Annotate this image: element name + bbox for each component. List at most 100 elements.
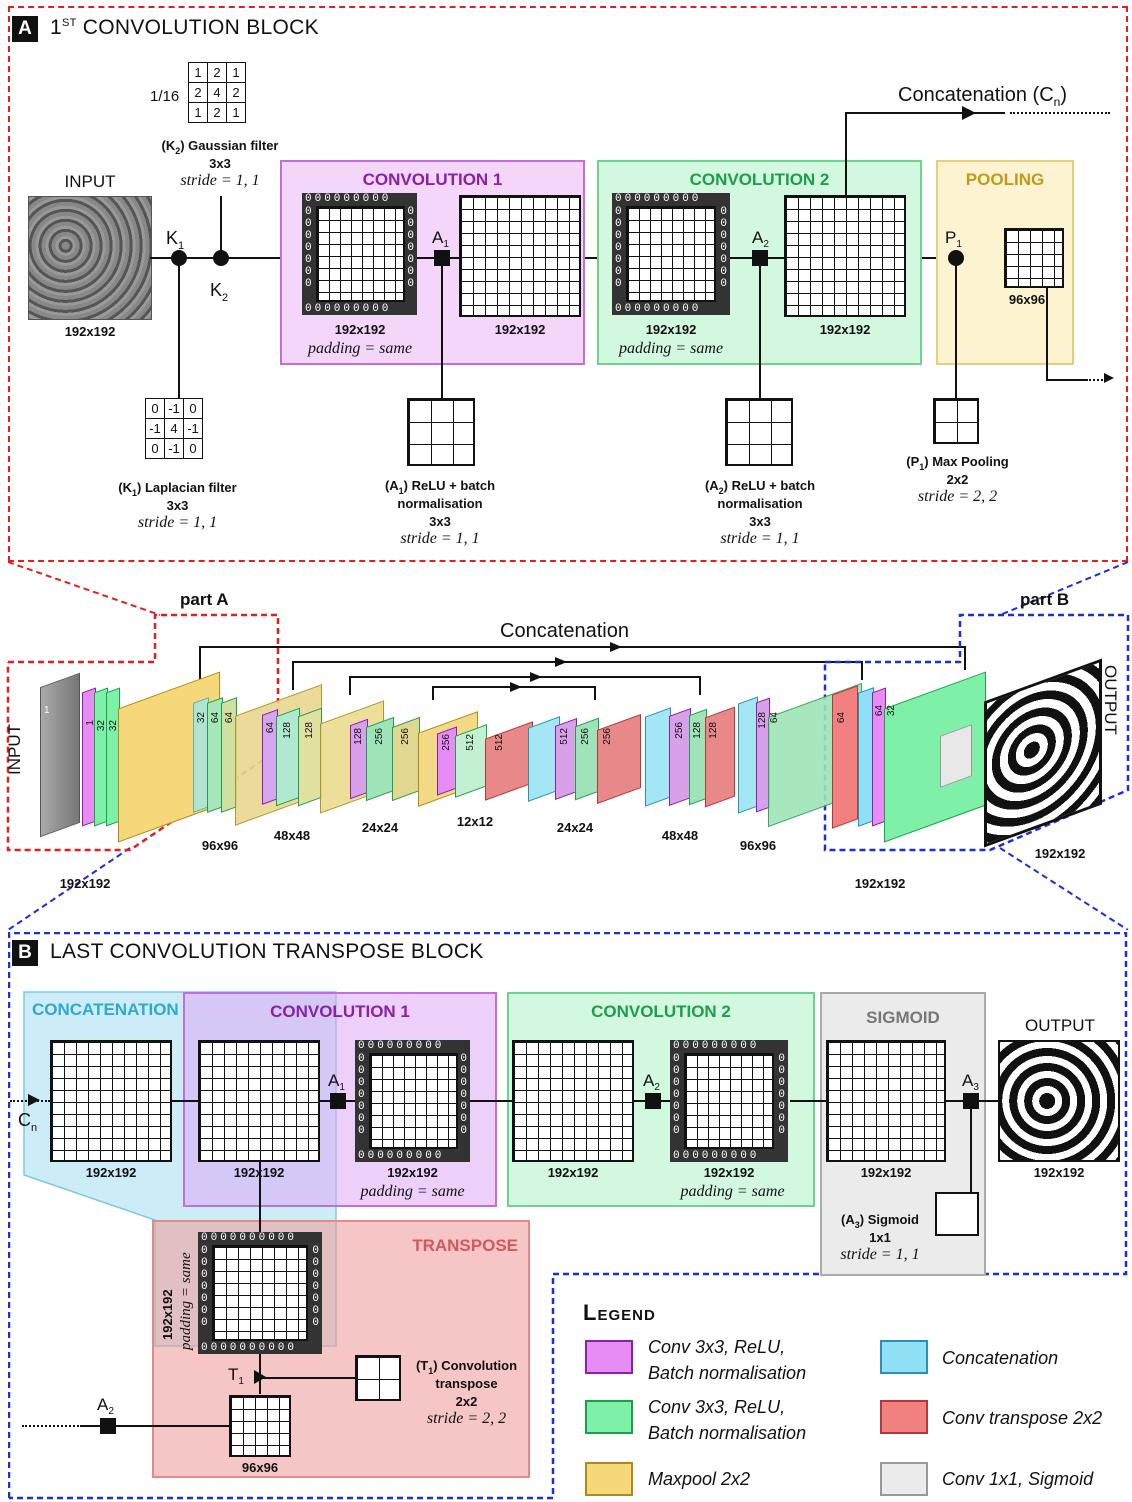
legend-label-conv-purple: Conv 3x3, ReLU,Batch normalisation — [648, 1334, 806, 1386]
b-a2-input-label: A2 — [97, 1395, 114, 1417]
b-a2-node — [645, 1093, 661, 1109]
a1-label: A1 — [432, 228, 449, 250]
concat-size-1: 192x192 — [50, 1165, 172, 1180]
overview-input-label: INPUT — [5, 724, 25, 775]
b-output-image — [998, 1040, 1120, 1162]
relu1-kernel — [407, 398, 475, 466]
b-a3-label: A3 — [962, 1071, 979, 1093]
panel-b-title: LAST CONVOLUTION TRANSPOSE BLOCK — [50, 940, 484, 964]
overview-input-slice — [40, 673, 80, 838]
ov-size-1: 192x192 — [35, 876, 135, 891]
legend-label-concat: Concatenation — [942, 1345, 1058, 1371]
conv1-out-size: 192x192 — [459, 322, 581, 337]
legend-swatch-maxpool — [585, 1462, 633, 1496]
legend-swatch-conv-green — [585, 1400, 633, 1434]
maxpool-name: (P1) Max Pooling — [890, 454, 1025, 472]
legend-swatch-concat — [880, 1340, 928, 1374]
ov-size-8: 96x96 — [728, 838, 788, 853]
panel-b-tag: B — [12, 940, 38, 966]
concatenation-label: Concatenation — [500, 620, 629, 643]
b-conv2-input-grid — [512, 1040, 634, 1162]
maxpool-kernel — [933, 398, 979, 444]
transpose-size: 192x192 — [160, 1289, 175, 1340]
sigmoid-kernel — [935, 1192, 979, 1236]
ov-size-5: 12x12 — [445, 814, 505, 829]
relu1-name: (A1) ReLU + batch — [365, 478, 515, 496]
conv2-out-size: 192x192 — [784, 322, 906, 337]
legend-swatch-conv-purple — [585, 1340, 633, 1374]
legend-title: Legend — [583, 1300, 656, 1326]
conv2-pad-size: 192x192 — [612, 322, 730, 337]
relu1-line2: normalisation — [365, 496, 515, 511]
transpose-padding: padding = same — [178, 1252, 195, 1350]
concat-grid-2 — [198, 1040, 320, 1162]
ov-size-10: 192x192 — [1025, 846, 1095, 861]
ov-size-2: 96x96 — [190, 838, 250, 853]
b-conv2-pad-size: 192x192 — [670, 1165, 788, 1180]
b-conv2-in-size: 192x192 — [512, 1165, 634, 1180]
p1-label: P1 — [945, 228, 962, 250]
laplacian-stride: stride = 1, 1 — [100, 514, 255, 532]
relu1-stride: stride = 1, 1 — [365, 530, 515, 548]
relu2-kernel — [725, 398, 793, 466]
sigmoid-note-stride: stride = 1, 1 — [820, 1246, 940, 1264]
legend-swatch-sigmoid — [880, 1462, 928, 1496]
sigmoid-grid — [826, 1040, 946, 1162]
sigmoid-note-size: 1x1 — [825, 1230, 935, 1245]
t1-label: T1 — [228, 1365, 244, 1387]
transpose-in-size: 96x96 — [225, 1460, 295, 1475]
b-a2-label: A2 — [643, 1071, 660, 1093]
sigmoid-note-name: (A3) Sigmoid — [825, 1212, 935, 1230]
conv1-padding: padding = same — [295, 340, 425, 358]
gaussian-size: 3x3 — [150, 156, 290, 171]
b-conv1-pad-size: 192x192 — [355, 1165, 470, 1180]
overview-input-ch: 1 — [44, 705, 50, 716]
conv2-padding: padding = same — [606, 340, 736, 358]
relu2-name: (A2) ReLU + batch — [685, 478, 835, 496]
pooling-output-grid — [1004, 228, 1064, 288]
ov-size-3: 48x48 — [262, 828, 322, 843]
overview-output-label: OUTPUT — [1100, 665, 1120, 735]
b-conv1-padding: padding = same — [345, 1183, 480, 1201]
relu2-stride: stride = 1, 1 — [685, 530, 835, 548]
ov-size-6: 24x24 — [545, 820, 605, 835]
block8-cyan — [738, 696, 758, 813]
cn-arrowhead — [28, 1094, 40, 1106]
ov-size-7: 48x48 — [650, 828, 710, 843]
conv-t-line2: transpose — [404, 1376, 529, 1391]
b-a1-label: A1 — [328, 1071, 345, 1093]
block7-cyan — [645, 707, 671, 806]
pooling-out-size: 96x96 — [996, 292, 1058, 307]
b-output-label: OUTPUT — [1000, 1016, 1120, 1036]
laplacian-size: 3x3 — [100, 498, 255, 513]
gaussian-name: (K2) Gaussian filter — [150, 138, 290, 156]
input-image — [28, 196, 152, 320]
conv-t-stride: stride = 2, 2 — [404, 1410, 529, 1428]
legend-label-conv-transpose: Conv transpose 2x2 — [942, 1405, 1102, 1431]
ov-size-9: 192x192 — [845, 876, 915, 891]
a2-label: A2 — [752, 228, 769, 250]
b-output-size: 192x192 — [998, 1165, 1120, 1180]
k1-label: K1 — [166, 228, 184, 252]
legend-label-conv-green: Conv 3x3, ReLU,Batch normalisation — [648, 1394, 806, 1446]
ov-size-4: 24x24 — [350, 820, 410, 835]
panel-a-title: 1ST CONVOLUTION BLOCK — [50, 16, 319, 40]
block9-salmon — [832, 685, 858, 828]
input-size: 192x192 — [30, 324, 150, 339]
laplacian-name: (K1) Laplacian filter — [100, 480, 255, 498]
concat-label: Concatenation (Cn) — [898, 84, 1067, 109]
k2-label: K2 — [210, 280, 228, 304]
b-conv2-padding: padding = same — [665, 1183, 800, 1201]
maxpool-stride: stride = 2, 2 — [890, 488, 1025, 506]
relu1-size: 3x3 — [365, 514, 515, 529]
transpose-input-grid — [229, 1395, 291, 1457]
cn-label: Cn — [18, 1110, 37, 1134]
panel-a-tag: A — [12, 16, 38, 42]
b-a1-node — [330, 1093, 346, 1109]
conv-t-size: 2x2 — [404, 1394, 529, 1409]
legend-label-maxpool: Maxpool 2x2 — [648, 1466, 750, 1492]
relu2-line2: normalisation — [685, 496, 835, 511]
conv2-output-grid — [784, 195, 906, 317]
